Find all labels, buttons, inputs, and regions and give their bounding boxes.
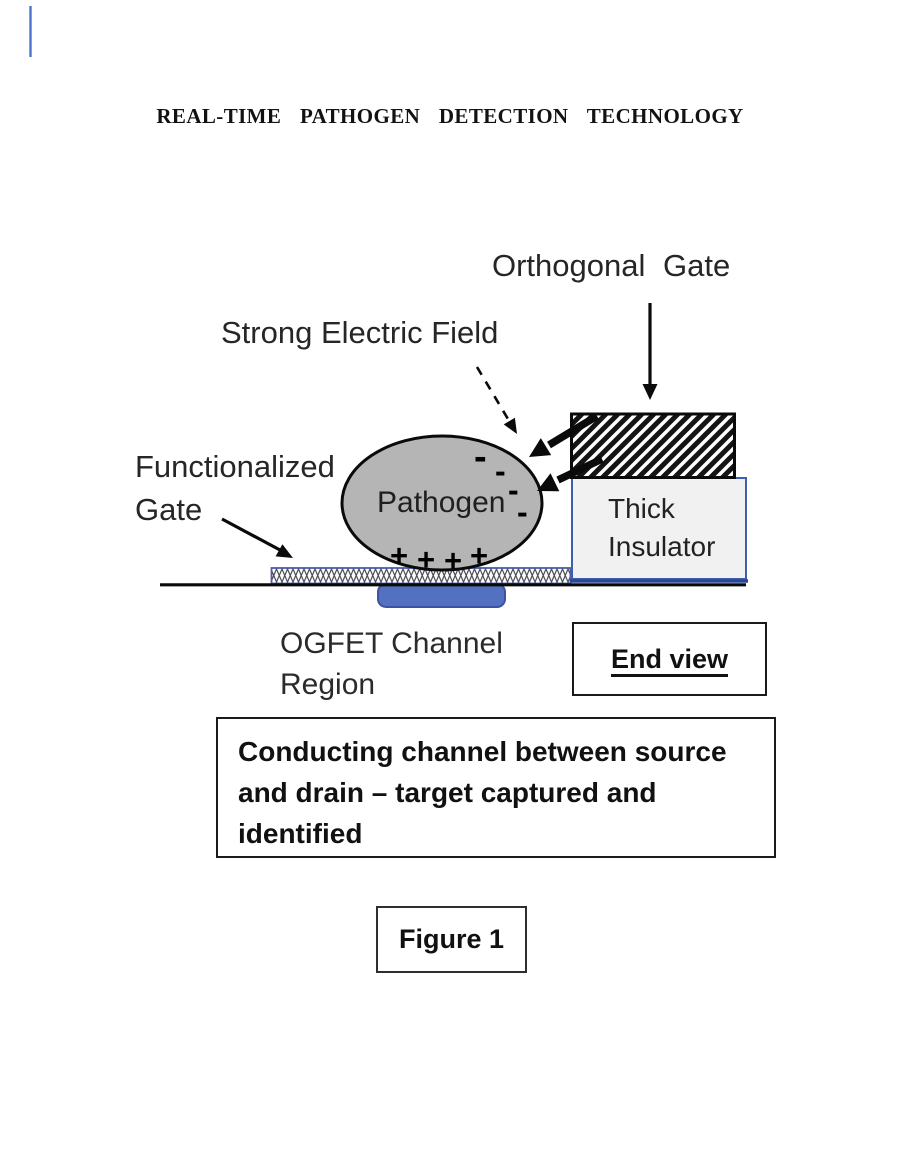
negative-charge-icon: - [474,436,487,478]
figure-label: Figure 1 [398,924,505,954]
thick-insulator-box [570,477,748,583]
end-view-label: End view [610,643,729,674]
positive-charge-icon: + [417,542,436,577]
orthogonal-gate-label: Orthogonal Gate [492,248,731,283]
ogfet-channel-region-label: OGFET Channel Region [280,623,503,705]
pathogen-cell [340,434,544,572]
thick-insulator-label-line1: Thick [608,493,675,524]
end-view-box: End view [572,622,767,696]
functionalized-gate-label-line2: Gate [135,492,203,527]
thick-insulator-label-line2: Insulator [608,531,716,562]
strong-electric-field-label: Strong Electric Field [221,315,499,350]
caption-line: identified [238,818,363,849]
orthogonal-gate-box [570,412,736,479]
field-thick-arrow-2 [537,455,604,492]
caption-line: and drain – target captured and [238,777,657,808]
negative-charge-icon: - [508,472,519,508]
field-thick-arrow-1 [529,412,599,457]
orthogonal-gate-arrow [642,303,658,400]
ogfet-channel-region-label-line1: OGFET Channel [280,627,503,660]
caption-line: Conducting channel between source [238,736,727,767]
pathogen-label: Pathogen [377,486,506,519]
caption-box: Conducting channel between source and dr… [216,717,776,858]
negative-charge-icon: - [517,494,528,530]
negative-charge-icon: - [495,453,506,489]
positive-charge-icon: + [444,543,463,578]
page-title: REAL-TIME PATHOGEN DETECTION TECHNOLOGY [156,104,744,128]
positive-charge-icon: + [470,538,489,573]
positive-charge-icon: + [390,538,409,573]
functionalized-gate-label-line1: Functionalized [135,449,335,484]
ogfet-channel-bar [377,583,506,608]
electric-field-dashed-arrow [475,366,517,434]
functionalized-gate-label: Functionalized Gate [135,445,335,531]
ogfet-channel-region-label-line2: Region [280,668,376,701]
figure-label-box: Figure 1 [376,906,527,973]
thick-insulator-label: Thick Insulator [608,490,715,566]
functionalized-gate-arrow [221,517,293,558]
